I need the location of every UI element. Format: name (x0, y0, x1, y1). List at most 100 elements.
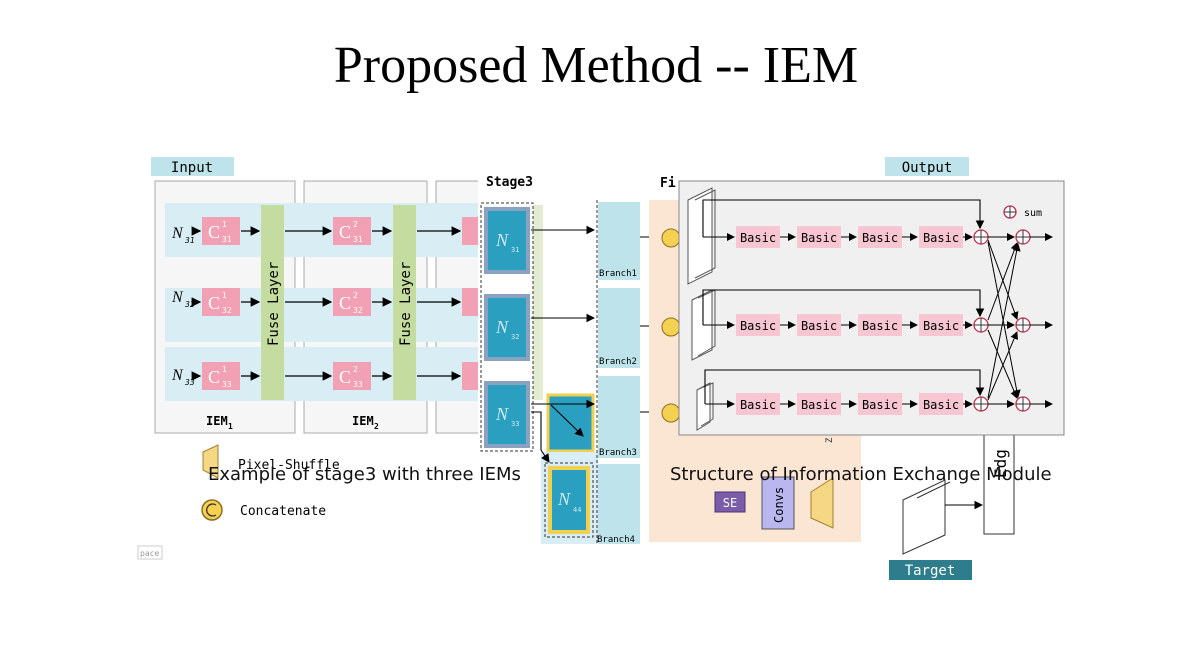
row3-basic-2-label: Basic (801, 398, 837, 412)
row3-n-symbol: N (171, 367, 184, 384)
row3-feature-slab-back (700, 382, 714, 427)
row2-c2-block (333, 288, 371, 316)
row2-basic-3-label: Basic (862, 319, 898, 333)
n33-symbol: N (495, 404, 509, 424)
row1-n-symbol: N (171, 225, 184, 242)
row1-c2-sup: 2 (353, 220, 358, 229)
row2-basic-4 (919, 314, 963, 336)
row2-c1-sub: 32 (222, 306, 232, 315)
branch2-label: Branch2 (599, 357, 637, 367)
row1-c2-sub: 31 (353, 235, 363, 244)
iem-row-1: Basic Basic Basic Basic (687, 187, 1053, 285)
row1-c2-letter: C (339, 222, 351, 242)
branch1-label: Branch1 (599, 269, 637, 279)
n32-block (488, 298, 526, 357)
iem1-sub: 1 (228, 422, 233, 431)
n32-sub: 32 (511, 333, 519, 341)
input-label: Input (171, 160, 213, 176)
row2-skip (702, 289, 985, 325)
legend-pixel-shuffle: Pixel-Shuffle (238, 458, 340, 473)
pixel-shuffle-icon (202, 444, 219, 479)
n44-symbol: N (557, 489, 571, 509)
row2-basic-4-label: Basic (923, 319, 959, 333)
row1-basic-4 (919, 226, 963, 248)
target-slab-front (902, 479, 946, 555)
space-fragment-box (137, 545, 163, 560)
row3-basic-2 (797, 393, 841, 415)
branch2-band (598, 288, 640, 368)
row1-c1-sup: 1 (222, 220, 227, 229)
edge-box (983, 429, 1015, 535)
row2-feature-slab (691, 289, 713, 361)
row3-c1-sub: 33 (222, 380, 232, 389)
right-figure: sum Basic Basic Basic Basic (678, 180, 1065, 436)
row1-basic-3-label: Basic (862, 231, 898, 245)
row2-c1-block (202, 288, 240, 316)
row2-basic-1 (736, 314, 780, 336)
row2-c2-letter: C (339, 293, 351, 313)
space-fragment: pace (140, 549, 159, 558)
row2-c1-sup: 1 (222, 291, 227, 300)
iem2-label: IEM (352, 414, 374, 428)
row3-basic-1 (736, 393, 780, 415)
row3-basic-3 (858, 393, 902, 415)
row2-feature-slab-back (697, 289, 716, 357)
n31-sub: 31 (511, 246, 519, 254)
n44-block (552, 470, 586, 530)
row1-c1-letter: C (208, 222, 220, 242)
fuse-layer-2 (393, 205, 416, 400)
row1-basic-4-label: Basic (923, 231, 959, 245)
n31-block (488, 211, 526, 270)
convs-block (761, 476, 795, 530)
row3-basic-4-label: Basic (923, 398, 959, 412)
iem-row-2: Basic Basic Basic Basic (691, 289, 1053, 361)
n33-block (488, 385, 526, 444)
row2-basic-2 (797, 314, 841, 336)
se-block (714, 491, 746, 513)
row2-basic-2-label: Basic (801, 319, 837, 333)
n31-symbol: N (495, 230, 509, 250)
convs-label: Convs (772, 487, 786, 523)
row1-c1-sub: 31 (222, 235, 232, 244)
row1-skip (702, 199, 985, 237)
se-label: SE (723, 496, 737, 510)
row2-c2-sup: 2 (353, 291, 358, 300)
output-label-box (885, 157, 969, 176)
iem2-sub: 2 (374, 422, 379, 431)
fuse-layer-1-label: Fuse Layer (266, 262, 282, 346)
branch4-band (598, 464, 640, 544)
row3-basic-1-label: Basic (740, 398, 776, 412)
row3-c2-block (333, 362, 371, 390)
concat-2 (661, 317, 681, 337)
fuse-ghost (533, 205, 543, 400)
iem1-label: IEM (206, 414, 228, 428)
fuse-layer-1 (261, 205, 284, 400)
branch3-label: Branch3 (599, 448, 637, 458)
caption-left: Example of stage3 with three IEMs (208, 464, 521, 485)
fuse-layer-2-label: Fuse Layer (398, 262, 414, 346)
row3-c1-block (202, 362, 240, 390)
row2-basic-3 (858, 314, 902, 336)
iem-row-3: Basic Basic Basic Basic (696, 369, 1053, 431)
target-label: Target (905, 563, 956, 579)
pixel-shuffle-output (810, 477, 834, 529)
branch4-label: Branch4 (597, 535, 635, 545)
branch1-band (598, 202, 640, 280)
row1-c1-block (202, 217, 240, 245)
legend-concatenate: Concatenate (240, 504, 326, 519)
row2-n-symbol: N (171, 289, 184, 306)
row1-basic-2 (797, 226, 841, 248)
fusion-fragment-text: Z (825, 437, 835, 443)
target-slab-line (916, 481, 951, 499)
concat-3 (661, 403, 681, 423)
stage3-label: Stage3 (486, 175, 533, 190)
row1-basic-1-label: Basic (740, 231, 776, 245)
row3-c2-letter: C (339, 367, 351, 387)
row3-c2-sub: 33 (353, 380, 363, 389)
row1-feature-slab-back (694, 189, 716, 279)
n44-sub: 44 (573, 506, 581, 514)
iem-structure-panel (678, 180, 1065, 436)
n44-dashed (544, 462, 594, 538)
sum-legend-label: sum (1024, 208, 1042, 219)
